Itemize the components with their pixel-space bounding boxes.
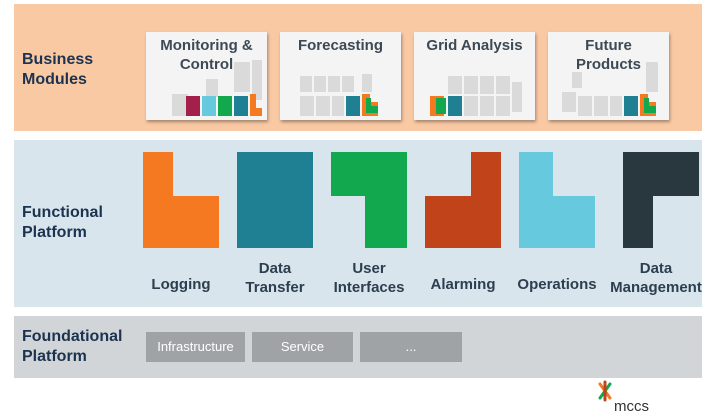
data-management-label: Data Management bbox=[601, 259, 702, 297]
module-grid-analysis: Grid Analysis bbox=[414, 32, 535, 120]
band-label-line: Foundational bbox=[22, 328, 123, 345]
mccs-logo-icon bbox=[598, 380, 612, 402]
component-label-line: User bbox=[352, 260, 386, 277]
logging-piece bbox=[143, 152, 219, 248]
component-label-line: Management bbox=[610, 279, 702, 296]
infrastructure-box: Infrastructure bbox=[146, 332, 245, 362]
module-title-line: Future bbox=[585, 37, 632, 54]
band-label-line: Platform bbox=[22, 224, 87, 241]
component-label-line: Operations bbox=[517, 276, 597, 293]
module-title: Grid Analysis bbox=[414, 36, 535, 55]
module-title: Forecasting bbox=[280, 36, 401, 55]
band-label-line: Modules bbox=[22, 71, 87, 88]
module-puzzle-graphic bbox=[172, 60, 262, 116]
alarming-piece bbox=[425, 152, 501, 248]
module-forecasting: Forecasting bbox=[280, 32, 401, 120]
module-monitoring-control: Monitoring & Control bbox=[146, 32, 267, 120]
component-label-line: Data bbox=[258, 260, 292, 277]
module-future-products: Future Products bbox=[548, 32, 669, 120]
band-label-line: Platform bbox=[22, 348, 87, 365]
data-transfer-piece bbox=[237, 152, 313, 248]
data-transfer-label: Data Transfer bbox=[220, 259, 330, 297]
module-title-line: Products bbox=[575, 56, 641, 73]
module-puzzle-graphic bbox=[430, 76, 522, 116]
service-box: Service bbox=[252, 332, 353, 362]
foundational-platform-band: Foundational Platform bbox=[14, 316, 702, 378]
business-modules-label: Business Modules bbox=[22, 50, 93, 90]
logging-label: Logging bbox=[126, 256, 236, 294]
component-label-line: Alarming bbox=[430, 276, 496, 293]
alarming-label: Alarming bbox=[408, 256, 518, 294]
more-box: ... bbox=[360, 332, 462, 362]
module-title: Future Products bbox=[548, 36, 669, 74]
component-label-line: Transfer bbox=[245, 279, 305, 296]
functional-platform-label: Functional Platform bbox=[22, 203, 103, 243]
operations-label: Operations bbox=[502, 256, 612, 294]
module-title-line: Grid Analysis bbox=[426, 37, 523, 54]
foundational-platform-label: Foundational Platform bbox=[22, 327, 122, 367]
band-label-line: Business bbox=[22, 51, 94, 68]
component-label-line: Interfaces bbox=[333, 279, 405, 296]
operations-piece bbox=[519, 152, 595, 248]
module-puzzle-graphic bbox=[300, 74, 378, 116]
component-label-line bbox=[502, 256, 612, 275]
module-puzzle-graphic bbox=[562, 62, 658, 116]
component-label-line: Logging bbox=[151, 276, 211, 293]
module-title-line: Monitoring & bbox=[160, 37, 253, 54]
module-title-line: Control bbox=[179, 56, 234, 73]
user-interfaces-piece bbox=[331, 152, 407, 248]
logo-text: mccs bbox=[614, 398, 649, 415]
data-management-piece bbox=[623, 152, 699, 248]
user-interfaces-label: User Interfaces bbox=[314, 259, 424, 297]
module-title: Monitoring & Control bbox=[146, 36, 267, 74]
module-title-line: Forecasting bbox=[297, 37, 384, 54]
component-label-line: Data bbox=[639, 260, 673, 277]
band-label-line: Functional bbox=[22, 204, 103, 221]
